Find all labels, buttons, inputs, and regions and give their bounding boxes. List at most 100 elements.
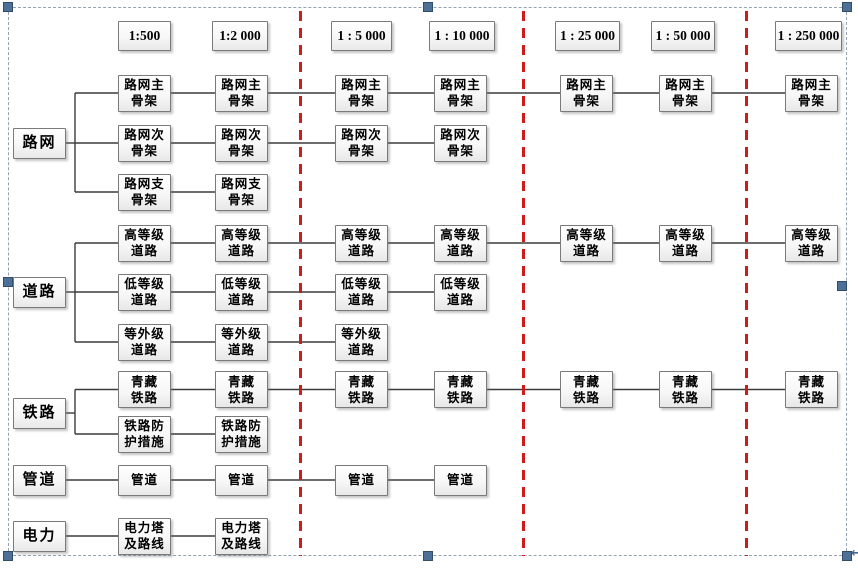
diagram-box[interactable]: 路网主骨架 [560, 74, 613, 112]
diagram-box[interactable]: 等外级道路 [335, 323, 388, 361]
node-label: 青藏 [572, 374, 600, 389]
diagram-box[interactable]: 路网次骨架 [335, 124, 388, 162]
diagram-box[interactable]: 铁路防护措施 [118, 415, 171, 453]
diagram-box[interactable]: 等外级道路 [215, 323, 268, 361]
node-label: 低等级 [221, 277, 262, 291]
diagram-box[interactable]: 青藏铁路 [434, 371, 487, 408]
selection-handle-s[interactable] [423, 551, 433, 561]
node-label: 路网主 [221, 78, 262, 92]
node-label: 路网支 [124, 177, 165, 191]
selection-handle-nw[interactable] [3, 2, 13, 12]
diagram-box[interactable]: 青藏铁路 [335, 371, 388, 408]
diagram-box[interactable]: 低等级道路 [118, 273, 171, 311]
scale-box-3[interactable]: 1 : 5 000 [331, 21, 392, 51]
diagram-box[interactable]: 电力塔及路线 [118, 517, 171, 555]
diagram-box[interactable]: 路网次骨架 [215, 124, 268, 162]
category-box[interactable]: 路网 [13, 127, 66, 159]
node-label: 铁路 [347, 390, 375, 405]
diagram-box[interactable]: 高等级道路 [118, 224, 171, 262]
node-label: 低等级 [440, 277, 481, 291]
selection-handle-e[interactable] [837, 281, 847, 291]
node-label: 路网次 [221, 128, 262, 142]
diagram-box[interactable]: 管道 [335, 464, 388, 496]
category-box[interactable]: 管道 [13, 464, 66, 496]
node-label: 电力塔 [124, 521, 165, 535]
diagram-box[interactable]: 路网主骨架 [785, 74, 838, 112]
diagram-box[interactable]: 青藏铁路 [215, 371, 268, 408]
node-label: 等外级 [124, 327, 165, 341]
scale-separator-line-1[interactable] [299, 11, 302, 556]
node-label: 铁路 [572, 390, 600, 405]
diagram-box[interactable]: 路网主骨架 [118, 74, 171, 112]
diagram-box[interactable]: 高等级道路 [335, 224, 388, 262]
diagram-box[interactable]: 管道 [434, 464, 487, 496]
selection-handle-w[interactable] [3, 277, 13, 287]
diagram-box[interactable]: 青藏铁路 [785, 371, 838, 408]
diagram-box[interactable]: 路网主骨架 [335, 74, 388, 112]
diagram-box[interactable]: 低等级道路 [215, 273, 268, 311]
scale-box-5[interactable]: 1 : 25 000 [555, 21, 620, 51]
scale-box-1[interactable]: 1:500 [118, 21, 171, 51]
category-box[interactable]: 电力 [13, 520, 66, 552]
node-label: 道路 [130, 293, 158, 307]
diagram-box[interactable]: 高等级道路 [434, 224, 487, 262]
diagram-box[interactable]: 青藏铁路 [560, 371, 613, 408]
diagram-box[interactable]: 路网支骨架 [215, 173, 268, 211]
scale-box-7[interactable]: 1 : 250 000 [775, 21, 842, 51]
node-label: 骨架 [227, 144, 255, 158]
diagram-box[interactable]: 管道 [118, 464, 171, 496]
diagram-box[interactable]: 高等级道路 [215, 224, 268, 262]
node-label: 道路 [347, 343, 375, 357]
selection-handle-se[interactable] [842, 551, 852, 561]
diagram-box[interactable]: 等外级道路 [118, 323, 171, 361]
node-label: 道路 [227, 244, 255, 258]
diagram-box[interactable]: 路网次骨架 [118, 124, 171, 162]
diagram-box[interactable]: 铁路防护措施 [215, 415, 268, 453]
diagram-box[interactable]: 电力塔及路线 [215, 517, 268, 555]
scale-box-2[interactable]: 1:2 000 [212, 21, 268, 51]
diagram-box[interactable]: 低等级道路 [434, 273, 487, 311]
node-label: 青藏 [130, 374, 158, 389]
node-label: 道路 [227, 343, 255, 357]
node-label: 低等级 [124, 277, 165, 291]
diagram-box[interactable]: 高等级道路 [785, 224, 838, 262]
node-label: 骨架 [671, 94, 699, 108]
diagram-box[interactable]: 管道 [215, 464, 268, 496]
diagram-box[interactable]: 路网主骨架 [215, 74, 268, 112]
node-label: 及路线 [221, 537, 262, 551]
scale-box-4[interactable]: 1 : 10 000 [429, 21, 495, 51]
node-label: 路网次 [440, 128, 481, 142]
node-label: 铁路防 [124, 419, 165, 433]
diagram-box[interactable]: 青藏铁路 [118, 371, 171, 408]
node-label: 铁路 [797, 390, 825, 405]
diagram-box[interactable]: 高等级道路 [659, 224, 712, 262]
category-box[interactable]: 铁路 [13, 397, 66, 429]
node-label: 路网主 [566, 78, 607, 92]
diagram-box[interactable]: 低等级道路 [335, 273, 388, 311]
diagram-box[interactable]: 路网次骨架 [434, 124, 487, 162]
node-label: 1:2 000 [219, 28, 261, 43]
node-label: 青藏 [797, 374, 825, 389]
paragraph-mark: ↵ [851, 546, 858, 561]
diagram-box[interactable]: 路网支骨架 [118, 173, 171, 211]
selection-handle-n[interactable] [423, 2, 433, 12]
diagram-box[interactable]: 路网主骨架 [434, 74, 487, 112]
category-box[interactable]: 道路 [13, 276, 66, 308]
scale-box-6[interactable]: 1 : 50 000 [651, 21, 715, 51]
node-label: 道路 [347, 244, 375, 258]
diagram-box[interactable]: 青藏铁路 [659, 371, 712, 408]
diagram-box[interactable]: 高等级道路 [560, 224, 613, 262]
node-label: 铁路 [671, 390, 699, 405]
scale-separator-line-3[interactable] [745, 11, 748, 556]
node-label: 骨架 [347, 94, 375, 108]
node-label: 道路 [130, 343, 158, 357]
node-label: 骨架 [446, 94, 474, 108]
node-label: 骨架 [347, 144, 375, 158]
diagram-box[interactable]: 路网主骨架 [659, 74, 712, 112]
node-label: 高等级 [566, 228, 607, 242]
selection-handle-ne[interactable] [842, 2, 852, 12]
selection-handle-sw[interactable] [3, 551, 13, 561]
node-label: 1 : 5 000 [337, 28, 386, 43]
scale-separator-line-2[interactable] [522, 11, 525, 556]
